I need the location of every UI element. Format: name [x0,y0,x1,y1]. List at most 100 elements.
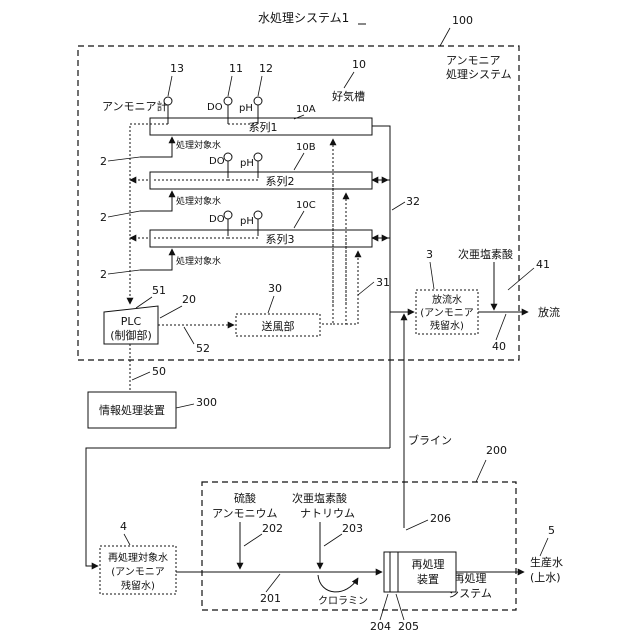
ph-label-1: pH [239,103,253,114]
brine-label: ブライン [408,433,452,447]
plc-signal-ref: 51 [152,284,166,297]
do-label-1: DO [207,102,223,113]
inflow-label-3: 処理対象水 [176,255,221,267]
retreat-water-ref: 4 [120,520,127,533]
plc-signal-leader [136,297,152,308]
ph-ref-leader [258,76,262,96]
aerobic-tank-leader [344,72,354,88]
retreat-water-1: 再処理対象水 [108,551,168,564]
system-100-ref: 100 [452,14,473,27]
series-3-ref: 10C [296,200,316,211]
info-device-label: 情報処理装置 [99,404,165,417]
retreat-device-2: 装置 [417,573,439,586]
ammonia-ref-leader [168,76,172,96]
hypochlorite-top-leader [508,268,534,290]
discharge-water-ref: 3 [426,248,433,261]
product-water-2: (上水) [530,571,561,584]
info-device-leader [176,404,194,408]
sodium-hypochlorite-leader [324,534,342,546]
series-1-ref: 10A [296,104,316,115]
discharge-water-3: 残留水) [430,319,464,332]
ph-label-2: pH [240,158,254,169]
retreat-water-2: (アンモニア [111,567,165,578]
series-2-ref-leader [294,153,304,170]
ammonia-meter-ref: 13 [170,62,184,75]
ammonia-meter-label: アンモニア計 [102,99,168,113]
ph-sensor-ref: 12 [259,62,273,75]
series-1-label: 系列1 [249,120,278,134]
inflow-ref-leader-1 [108,157,140,161]
chloramine-label: クロラミン [318,595,368,607]
info-link-ref: 50 [152,365,166,378]
series-2-ref: 10B [296,142,316,153]
ammonium-sulfate-leader [244,534,262,546]
do-label-2: DO [209,156,225,167]
inflow-3 [140,249,172,270]
series-2-label: 系列2 [266,174,295,188]
plc-link-leader [184,327,194,344]
do-sensor-icon [224,97,232,105]
retreat-device-1: 再処理 [412,558,445,571]
inflow-1 [140,137,172,157]
inflow-label-1: 処理対象水 [176,139,221,151]
inflow-ref-leader-3 [108,270,140,274]
system-100-leader [440,28,450,46]
inflow-ref-3: 2 [100,268,107,281]
diagram-title: 水処理システム1 [258,11,349,25]
do-sensor-icon-3 [224,211,232,219]
retreat-ref-a-leader [380,594,388,620]
inflow-ref-leader-2 [108,211,140,217]
blower-label: 送風部 [262,319,295,333]
discharge-label: 放流 [538,305,560,319]
system-200-leader [476,460,486,482]
aerobic-tank-ref: 10 [352,58,366,71]
do-ref-leader [228,76,232,96]
ammonium-sulfate-ref: 202 [262,522,283,535]
outlet-pipe-ref: 32 [406,195,420,208]
outlet-pipe-leader [392,202,405,210]
inflow-ref-2: 2 [100,211,107,224]
ammonia-meter-icon [164,97,172,105]
plc-ref-leader [160,306,182,318]
ammonium-sulfate-2: アンモニウム [212,507,278,520]
sodium-hypochlorite-1: 次亜塩素酸 [292,491,347,505]
plc-link-ref: 52 [196,342,210,355]
discharge-water-leader [430,262,434,289]
plc-label-2: (制御部) [110,328,152,342]
series-3-label: 系列3 [266,232,295,246]
retreat-ref-a: 204 [370,620,391,633]
plc-label-1: PLC [121,315,142,328]
sodium-hypochlorite-2: ナトリウム [300,507,355,520]
discharge-ref: 40 [492,340,506,353]
discharge-ref-leader [496,314,506,340]
plc-ref: 20 [182,293,196,306]
do-label-3: DO [209,214,225,225]
system-200-ref: 200 [486,444,507,457]
series-3-ref-leader [294,211,304,228]
ph-sensor-icon-3 [254,211,262,219]
pipe-201-ref: 201 [260,592,281,605]
blower-ref: 30 [268,282,282,295]
retreat-ref-b-leader [396,594,404,620]
aerobic-tank-label: 好気槽 [332,89,365,103]
system-200-label-1: 再処理 [454,572,487,585]
blower-ref-leader [268,296,274,313]
product-water-1: 生産水 [530,555,563,569]
pipe-201-leader [266,574,280,592]
info-link-leader [132,372,150,380]
hypochlorite-top-label: 次亜塩素酸 [458,247,513,261]
sodium-hypochlorite-ref: 203 [342,522,363,535]
retreat-water-3: 残留水) [121,579,155,592]
chloramine-arrow [318,575,358,592]
air-ref: 31 [376,276,390,289]
do-sensor-ref: 11 [229,62,243,75]
system-100-label-2: 処理システム [446,68,512,81]
inflow-label-2: 処理対象水 [176,195,221,207]
retreat-device-ref: 206 [430,512,451,525]
retreat-water-leader [124,534,130,545]
inflow-ref-1: 2 [100,155,107,168]
ph-sensor-icon [254,97,262,105]
hypochlorite-top-ref: 41 [536,258,550,271]
inflow-2 [140,191,172,211]
